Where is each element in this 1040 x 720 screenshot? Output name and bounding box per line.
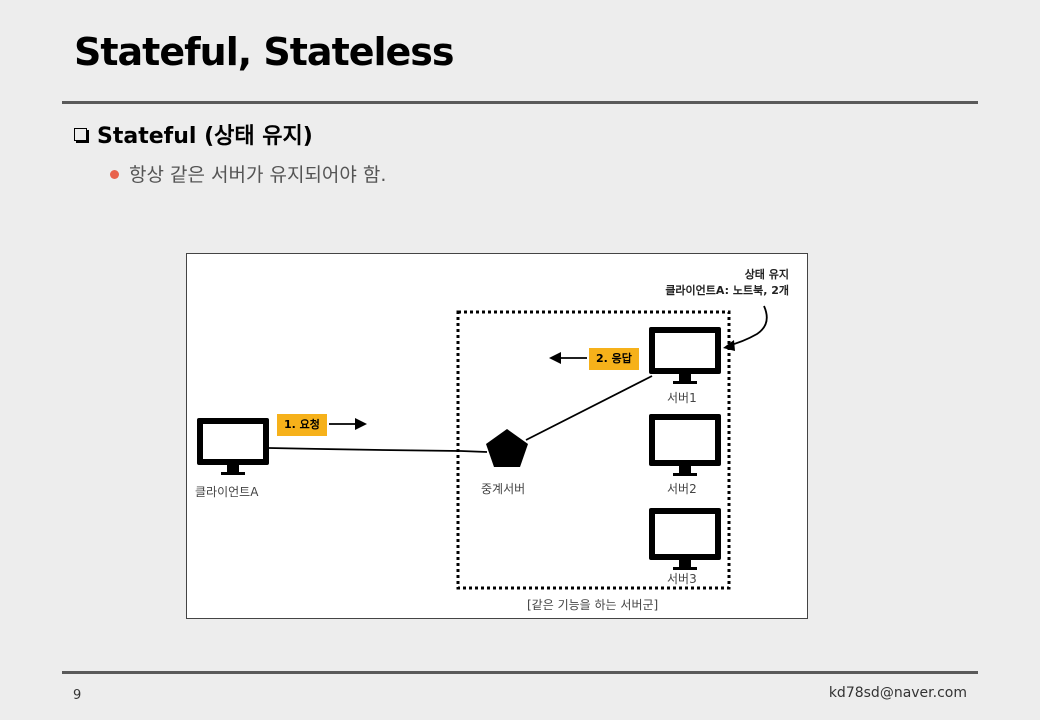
state-note-arrow-icon — [723, 305, 768, 351]
server-group-box — [456, 310, 731, 590]
response-arrow-icon — [549, 352, 587, 364]
server2-label: 서버2 — [667, 482, 697, 496]
server2-monitor-icon — [649, 414, 721, 476]
footer-divider — [62, 671, 978, 674]
server3-monitor-icon — [649, 508, 721, 570]
section-heading-text: Stateful (상태 유지) — [97, 124, 313, 149]
header-divider — [62, 101, 978, 104]
state-note-title: 상태 유지 — [744, 268, 789, 281]
state-note-detail: 클라이언트A: 노트북, 2개 — [665, 284, 789, 297]
diagram-graphics — [197, 305, 768, 590]
proxy-label: 중계서버 — [481, 482, 526, 496]
bullet-item: 항상 같은 서버가 유지되어야 함. — [110, 160, 386, 187]
server1-label: 서버1 — [667, 391, 697, 405]
stateful-diagram: 상태 유지 클라이언트A: 노트북, 2개 2. 응답 1. 요청 서버1 서버… — [186, 253, 808, 619]
group-caption: [같은 기능을 하는 서버군] — [527, 598, 659, 612]
state-note: 상태 유지 클라이언트A: 노트북, 2개 — [665, 267, 789, 299]
server1-monitor-icon — [649, 327, 721, 384]
client-monitor-icon — [197, 418, 269, 475]
proxy-server1-line — [525, 375, 653, 441]
bullet-dot-icon — [110, 170, 119, 179]
response-tag: 2. 응답 — [589, 348, 639, 370]
section-heading: Stateful (상태 유지) — [74, 118, 313, 150]
server3-label: 서버3 — [667, 572, 697, 586]
checkbox-square-icon — [74, 128, 87, 141]
author-email: kd78sd@naver.com — [828, 685, 967, 701]
bullet-text: 항상 같은 서버가 유지되어야 함. — [129, 164, 387, 186]
request-arrow-icon — [329, 418, 367, 430]
page-number: 9 — [73, 688, 82, 703]
client-label: 클라이언트A — [195, 485, 259, 499]
page-title: Stateful, Stateless — [74, 30, 455, 74]
client-proxy-line — [268, 447, 488, 453]
request-tag: 1. 요청 — [277, 414, 327, 436]
proxy-pentagon-icon — [486, 429, 528, 467]
